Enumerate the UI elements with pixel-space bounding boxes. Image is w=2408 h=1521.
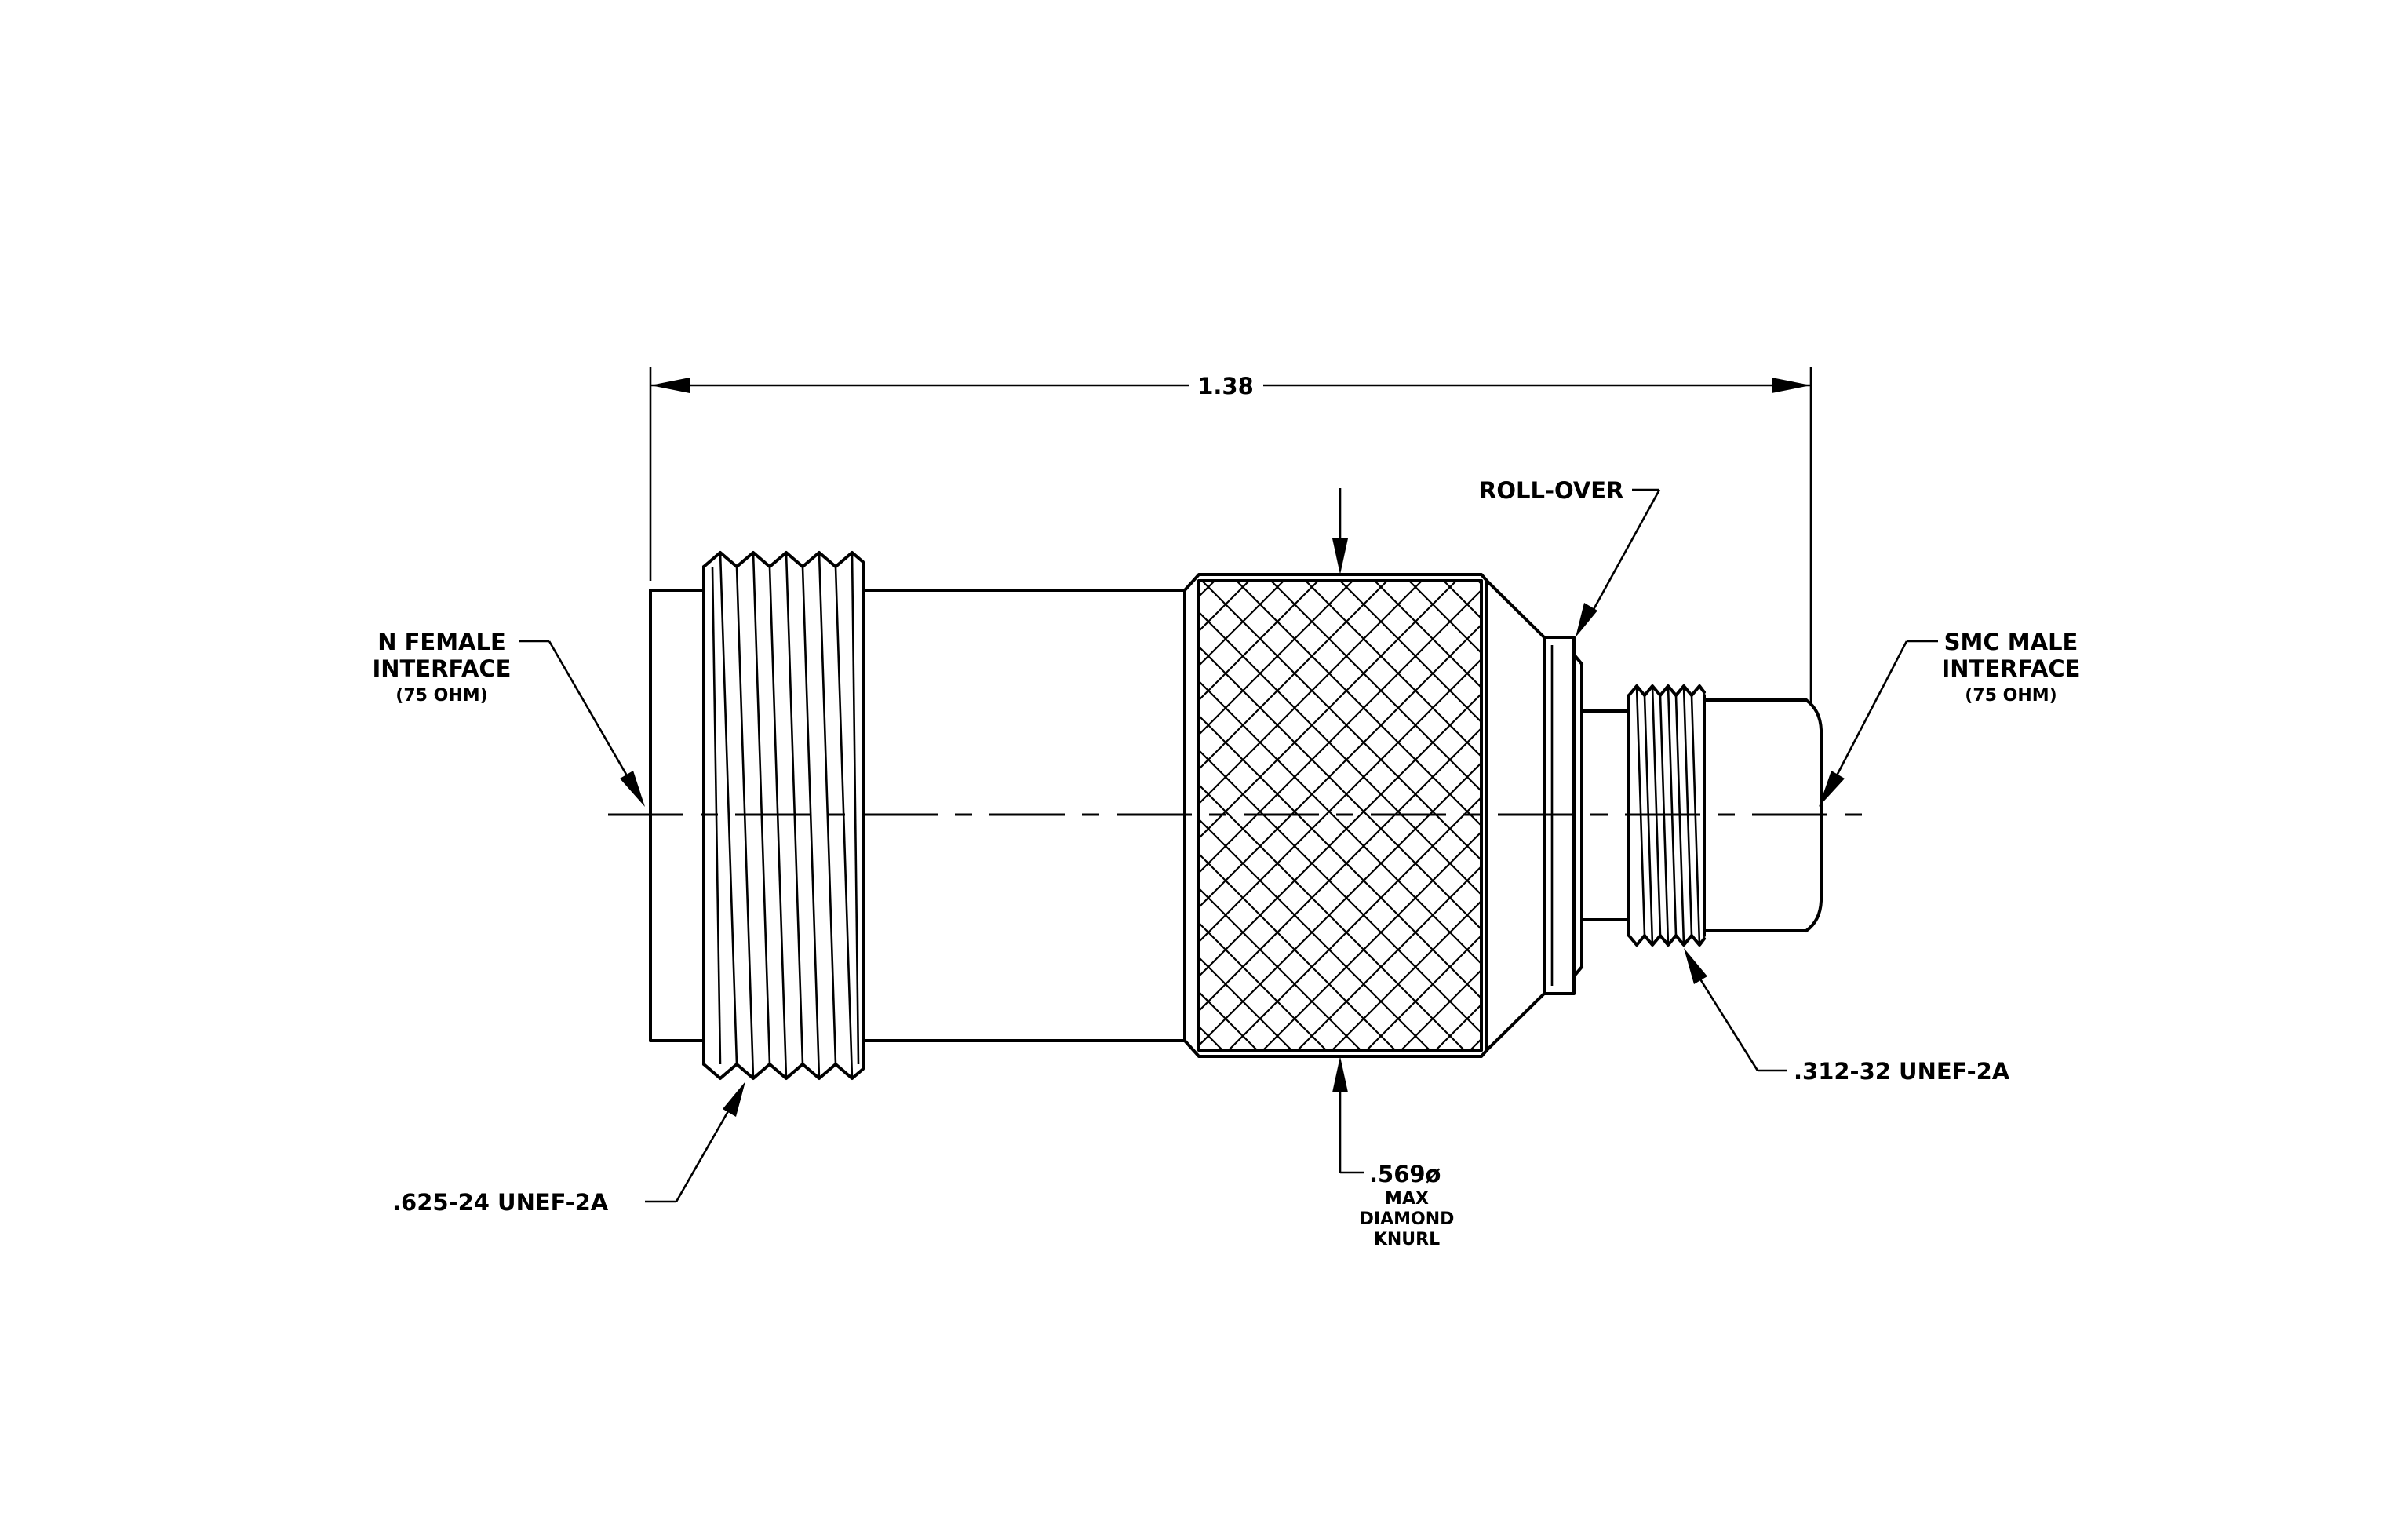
smc-tip: [1703, 698, 1823, 932]
roll-over-leader: [1576, 488, 1661, 637]
small-thread: [1627, 684, 1706, 947]
small-thread-leader: [1684, 948, 1787, 1072]
knurl-max-label: MAX: [1385, 1189, 1429, 1209]
roll-over-label: ROLL-OVER: [1479, 477, 1623, 504]
n-female-label-1: N FEMALE: [377, 629, 506, 655]
n-female-leader: [519, 640, 645, 807]
n-female-label-2: INTERFACE: [372, 655, 511, 682]
knurl-diameter-leader: [1332, 488, 1364, 1174]
body-barrel: [862, 589, 1186, 1042]
smc-male-label-3: (75 OHM): [1965, 686, 2056, 706]
large-thread-leader: [645, 1081, 745, 1203]
smc-male-leader: [1819, 640, 1938, 807]
roll-over-collar: [1543, 636, 1583, 995]
large-thread: [702, 551, 865, 1080]
n-female-label-3: (75 OHM): [395, 686, 487, 706]
smc-male-label-2: INTERFACE: [1941, 655, 2080, 682]
n-female-sleeve: [649, 589, 705, 1042]
overall-length-dimension: [649, 367, 1812, 705]
overall-length-label: 1.38: [1197, 373, 1254, 399]
smc-male-label-1: SMC MALE: [1944, 629, 2078, 655]
large-thread-label: .625-24 UNEF-2A: [392, 1189, 609, 1216]
knurl-diameter-label: .569ø: [1369, 1161, 1441, 1187]
small-thread-label: .312-32 UNEF-2A: [1794, 1058, 2010, 1085]
knurl-knurl-label: KNURL: [1374, 1230, 1440, 1249]
knurl-diamond-label: DIAMOND: [1360, 1209, 1455, 1229]
chamfer: [1485, 579, 1546, 1052]
smc-neck: [1580, 709, 1630, 921]
knurled-nut: [1183, 573, 1488, 1058]
